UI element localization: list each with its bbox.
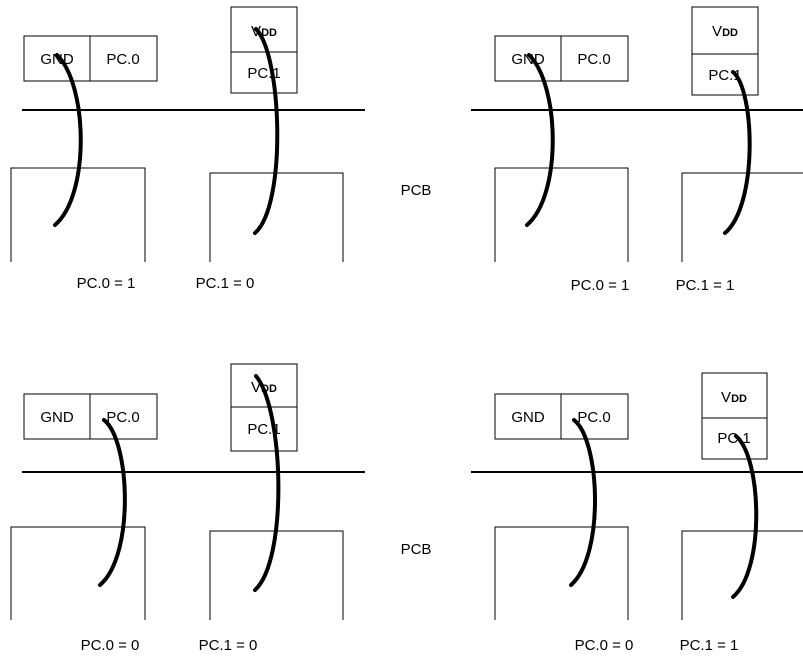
caption-pc0: PC.0 = 1 (571, 277, 630, 294)
jumper-wire-pc0 (569, 418, 597, 587)
panel-bottom-right: GND PC.0 VDD PC.1 PC.0 = 0 PC.1 = 1 (471, 372, 803, 654)
caption-pc1: PC.1 = 0 (196, 275, 255, 292)
jumper-wire-pc1 (731, 434, 759, 599)
pcb-pad-right (209, 530, 344, 620)
caption-pc1: PC.1 = 0 (199, 637, 258, 654)
pcb-pad-right (681, 172, 803, 262)
pc0-pin-box (560, 393, 629, 440)
jumper-wire-pc0 (53, 53, 83, 227)
pc0-label: PC.0 (106, 409, 139, 426)
pcb-pad-left (494, 526, 629, 620)
pcb-pad-left (10, 526, 146, 620)
pc0-label: PC.0 (106, 51, 139, 68)
jumper-wire-pc0 (525, 53, 555, 227)
caption-pc0: PC.0 = 0 (575, 637, 634, 654)
vdd-pin-box (691, 6, 759, 55)
panel-top-left: GND PC.0 VDD PC.1 PC.0 = 1 PC.1 = 0 (10, 6, 365, 292)
pc0-label: PC.0 (577, 51, 610, 68)
pc1-pin-box (230, 51, 298, 94)
pc1-label: PC.1 (717, 430, 750, 447)
pc1-label: PC.1 (247, 65, 280, 82)
pcb-label: PCB (401, 541, 432, 558)
pc1-pin-box (691, 53, 759, 96)
pc1-pin-box (701, 417, 768, 460)
panel-top-right: GND PC.0 VDD PC.1 PC.0 = 1 PC.1 = 1 (471, 6, 803, 294)
caption-pc1: PC.1 = 1 (680, 637, 739, 654)
pc0-pin-box (89, 393, 158, 440)
pc0-pin-box (89, 35, 158, 82)
gnd-pin-box (23, 35, 91, 82)
pc0-pin-box (560, 35, 629, 82)
jumper-wire-pc1 (723, 70, 752, 235)
jumper-wire-pc1 (253, 27, 280, 235)
vdd-pin-box (701, 372, 768, 419)
panel-bottom-left: GND PC.0 VDD PC.1 PC.0 = 0 PC.1 = 0 (10, 363, 365, 654)
caption-pc0: PC.0 = 0 (81, 637, 140, 654)
gnd-label: GND (40, 409, 74, 426)
caption-pc0: PC.0 = 1 (77, 275, 136, 292)
gnd-pin-box (494, 393, 562, 440)
pcb-pad-right (681, 530, 803, 620)
gnd-pin-box (494, 35, 562, 82)
vdd-label: VDD (721, 389, 747, 406)
pcb-pad-right (209, 172, 344, 262)
jumper-wire-pc1 (253, 374, 281, 592)
gnd-pin-box (23, 393, 91, 440)
pcb-label: PCB (401, 182, 432, 199)
caption-pc1: PC.1 = 1 (676, 277, 735, 294)
vdd-label: VDD (712, 23, 738, 40)
jumper-wire-pc0 (98, 418, 127, 587)
pc0-label: PC.0 (577, 409, 610, 426)
gnd-label: GND (511, 409, 545, 426)
pc1-pin-box (230, 406, 298, 452)
pcb-pad-left (494, 167, 629, 262)
